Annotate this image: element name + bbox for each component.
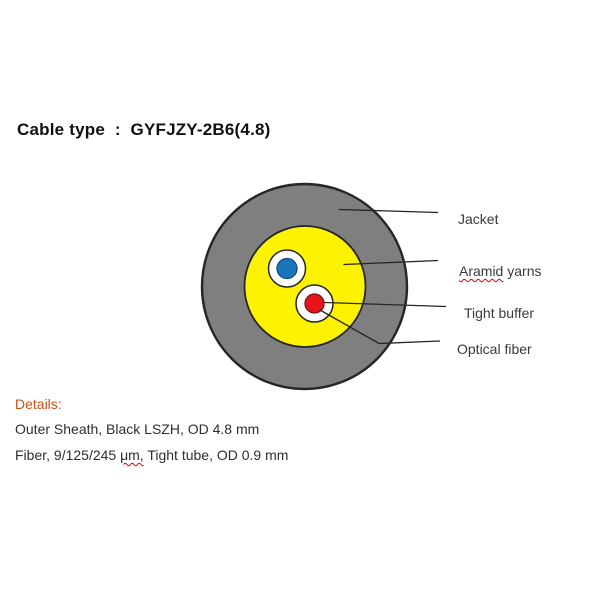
details-line-fiber: Fiber, 9/125/245 μm, Tight tube, OD 0.9 … bbox=[15, 447, 288, 463]
fiber-spec-post: Tight tube, OD 0.9 mm bbox=[143, 447, 289, 463]
fiber-spec-pre: Fiber, 9/125/245 bbox=[15, 447, 121, 463]
leader-line-optical-fiber bbox=[319, 309, 441, 345]
aramid-yarns-circle bbox=[243, 225, 367, 348]
callout-label-jacket: Jacket bbox=[458, 211, 499, 227]
optical-fiber-blue-dot bbox=[276, 257, 298, 280]
leader-line-tight-buffer bbox=[324, 301, 447, 308]
leader-line-aramid-yarns bbox=[343, 259, 439, 266]
optical-fiber-red-dot bbox=[304, 293, 325, 314]
details-heading: Details: bbox=[15, 396, 62, 412]
leader-line-jacket bbox=[338, 208, 439, 214]
details-line-outer-sheath: Outer Sheath, Black LSZH, OD 4.8 mm bbox=[15, 421, 260, 437]
callout-label-tight-buffer: Tight buffer bbox=[464, 305, 535, 321]
callout-label-aramid-yarns: Aramid yarns bbox=[459, 263, 541, 279]
callout-label-optical-fiber: Optical fiber bbox=[457, 341, 532, 357]
aramid-word-spellcheck: Aramid bbox=[459, 263, 504, 279]
fiber-spec-unit-spellcheck: μm, bbox=[120, 447, 144, 463]
page-title: Cable type : GYFJZY-2B6(4.8) bbox=[17, 120, 271, 139]
aramid-word-rest: yarns bbox=[503, 263, 542, 279]
details-section: Details: Outer Sheath, Black LSZH, OD 4.… bbox=[15, 396, 288, 473]
